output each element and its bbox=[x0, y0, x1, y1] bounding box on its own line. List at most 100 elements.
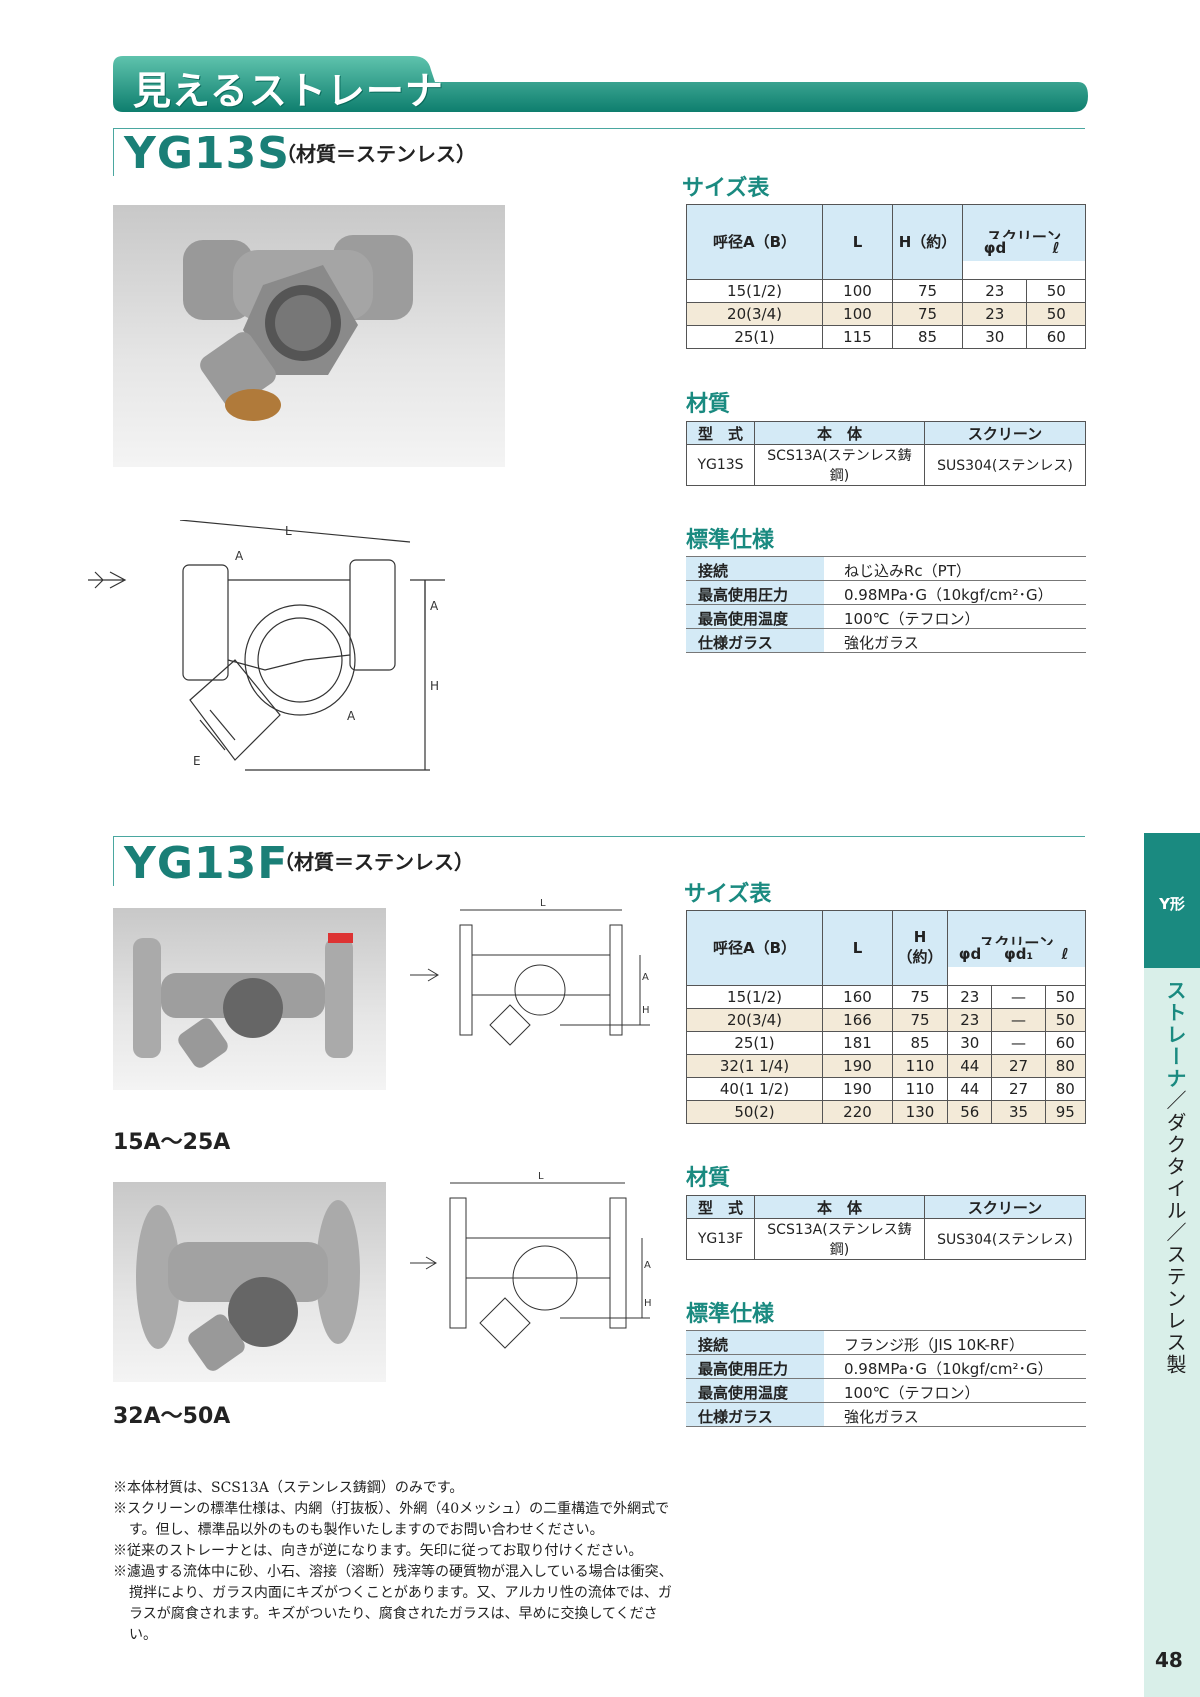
cell: 30 bbox=[961, 324, 1028, 349]
cell: 40(1 1/2) bbox=[686, 1076, 823, 1101]
header-d1: φd₁ bbox=[991, 944, 1046, 964]
cell: 50 bbox=[1044, 1007, 1087, 1032]
spec-row: 接続フランジ形（JIS 10K-RF） bbox=[686, 1331, 1086, 1355]
header-h: H（約） bbox=[892, 204, 963, 280]
cell: 110 bbox=[892, 1053, 948, 1078]
spec-key: 接続 bbox=[686, 1331, 824, 1354]
footnote: ※従来のストレーナとは、向きが逆になります。矢印に従ってお取り付けください。 bbox=[113, 1543, 643, 1559]
cell: 181 bbox=[822, 1030, 893, 1055]
product-photo-yg13s bbox=[113, 205, 505, 467]
spec-row: 接続ねじ込みRc（PT） bbox=[686, 557, 1086, 581]
cell: 23 bbox=[946, 984, 993, 1009]
header-model: 型 式 bbox=[686, 1195, 755, 1219]
spec-value: 0.98MPa･G（10kgf/cm²･G） bbox=[844, 586, 1053, 604]
cell: 75 bbox=[892, 984, 948, 1009]
cell: 23 bbox=[961, 278, 1028, 303]
header-screen: スクリーン bbox=[924, 421, 1086, 445]
cell: 44 bbox=[946, 1053, 993, 1078]
footnotes: ※本体材質は、SCS13A（ステンレス鋳鋼）のみです。 ※スクリーンの標準仕様は… bbox=[113, 1478, 673, 1646]
header-body: 本 体 bbox=[754, 1195, 925, 1219]
spec-value: 強化ガラス bbox=[844, 634, 919, 652]
cell: 20(3/4) bbox=[686, 301, 823, 326]
dim-label-a2: A bbox=[430, 599, 439, 613]
cell: 27 bbox=[991, 1076, 1046, 1101]
header-l: L bbox=[822, 204, 893, 280]
cell: SUS304(ステンレス) bbox=[924, 1218, 1086, 1260]
dim-label-l: L bbox=[540, 898, 546, 909]
cell: 75 bbox=[892, 1007, 948, 1032]
dim-label-l: L bbox=[538, 1171, 544, 1182]
spec-row: 仕様ガラス強化ガラス bbox=[686, 1403, 1086, 1427]
table-row: YG13F SCS13A(ステンレス鋳鋼) SUS304(ステンレス) bbox=[686, 1218, 1086, 1260]
header-l-screen: ℓ bbox=[1026, 238, 1086, 258]
cell: 27 bbox=[991, 1053, 1046, 1078]
cell: SCS13A(ステンレス鋳鋼) bbox=[754, 1218, 925, 1260]
spec-value: 強化ガラス bbox=[844, 1408, 919, 1426]
footnote: ※本体材質は、SCS13A（ステンレス鋳鋼）のみです。 bbox=[113, 1480, 464, 1496]
cell: 44 bbox=[946, 1076, 993, 1101]
sidebar-tab-label: Y形 bbox=[1159, 895, 1185, 913]
cell: SCS13A(ステンレス鋳鋼) bbox=[754, 444, 925, 486]
model-material-note: （材質＝ステンレス） bbox=[274, 850, 474, 874]
dim-label-h: H bbox=[642, 1005, 650, 1016]
model-title-yg13f: YG13F bbox=[124, 838, 289, 889]
header-l-screen: ℓ bbox=[1045, 944, 1087, 964]
cell: 110 bbox=[892, 1076, 948, 1101]
photo-caption-large: 32A〜50A bbox=[113, 1404, 231, 1429]
spec-title: 標準仕様 bbox=[686, 528, 775, 553]
cell: 220 bbox=[822, 1099, 893, 1124]
dim-label-h: H bbox=[644, 1298, 652, 1309]
cell: 190 bbox=[822, 1076, 893, 1101]
table-row: YG13S SCS13A(ステンレス鋳鋼) SUS304(ステンレス) bbox=[686, 444, 1086, 486]
dim-label-a: A bbox=[642, 972, 649, 983]
cell: 15(1/2) bbox=[686, 278, 823, 303]
header-h: H（約） bbox=[892, 910, 948, 986]
cell: 60 bbox=[1044, 1030, 1087, 1055]
cell: YG13F bbox=[686, 1218, 755, 1260]
cell: 60 bbox=[1026, 324, 1086, 349]
cell: SUS304(ステンレス) bbox=[924, 444, 1086, 486]
size-table-title: サイズ表 bbox=[682, 176, 770, 201]
cell: 100 bbox=[822, 301, 893, 326]
cell: 56 bbox=[946, 1099, 993, 1124]
photo-caption-small: 15A〜25A bbox=[113, 1130, 231, 1155]
cell: 25(1) bbox=[686, 1030, 823, 1055]
material-table-yg13s: 型 式 本 体 スクリーン YG13S SCS13A(ステンレス鋳鋼) SUS3… bbox=[686, 421, 1086, 486]
spec-row: 仕様ガラス 強化ガラス bbox=[686, 629, 1086, 653]
header-d: φd bbox=[946, 944, 992, 964]
header-l: L bbox=[822, 910, 893, 986]
spec-key: 仕様ガラス bbox=[686, 629, 824, 652]
section-divider-vertical bbox=[113, 128, 114, 176]
cell: 25(1) bbox=[686, 324, 823, 349]
dim-label-l: L bbox=[285, 524, 292, 538]
dimension-drawing-yg13f-small: L A H bbox=[410, 898, 650, 1046]
spec-value: ねじ込みRc（PT） bbox=[844, 562, 971, 580]
sidebar-tab bbox=[1144, 833, 1200, 968]
cell: YG13S bbox=[686, 444, 755, 486]
cell: 95 bbox=[1044, 1099, 1087, 1124]
spec-key: 最高使用温度 bbox=[686, 1379, 824, 1402]
spec-title: 標準仕様 bbox=[686, 1302, 775, 1327]
cell: 50(2) bbox=[686, 1099, 823, 1124]
page-number: 48 bbox=[1155, 1648, 1183, 1672]
material-title: 材質 bbox=[686, 392, 731, 417]
footnote: ※スクリーンの標準仕様は、内網（打抜板）、外網（40メッシュ）の二重構造で外網式… bbox=[113, 1501, 670, 1538]
dim-label-e: E bbox=[193, 754, 201, 768]
section-divider-vertical bbox=[113, 836, 114, 886]
cell: 80 bbox=[1044, 1053, 1087, 1078]
dimension-drawing-yg13f-large: L A H bbox=[410, 1171, 652, 1349]
cell: 166 bbox=[822, 1007, 893, 1032]
